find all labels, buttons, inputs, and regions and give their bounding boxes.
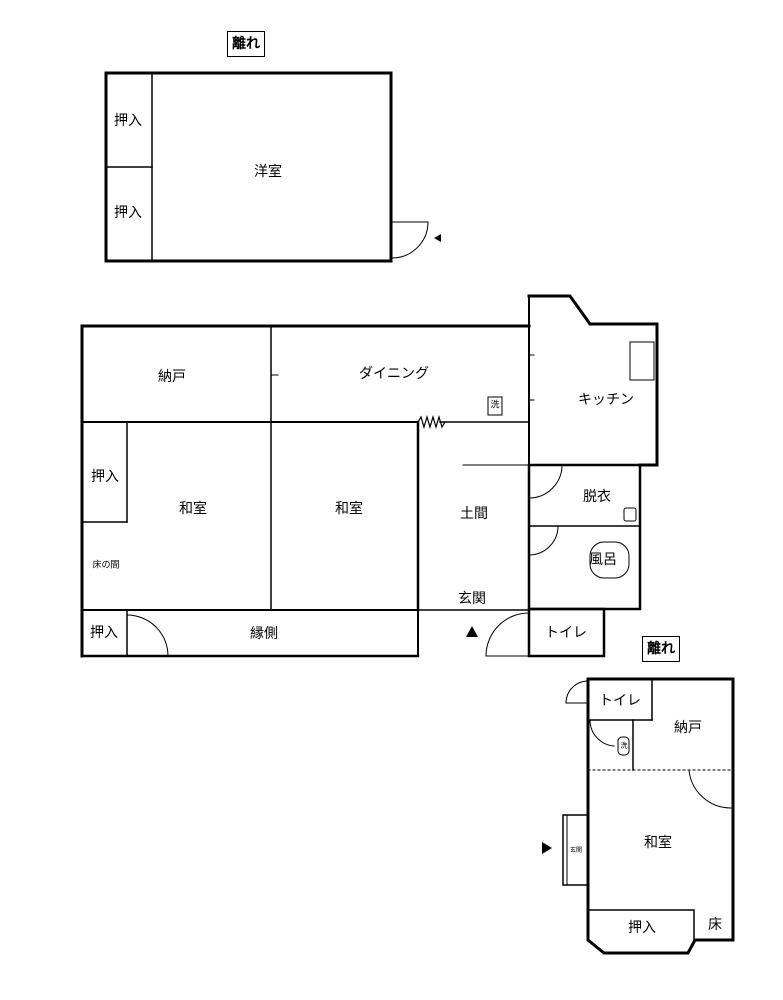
- annex-top-closet-1: 押入: [114, 113, 142, 129]
- annex-bottom-tag: 離れ: [642, 636, 680, 662]
- annex-top-western-room: 洋室: [254, 164, 282, 180]
- main-tokonoma-label: 床の間: [92, 560, 120, 571]
- main-engawa-label: 縁側: [250, 626, 278, 642]
- main-kitchen-label: キッチン: [578, 392, 634, 408]
- annex-bottom-entrance-arrow: [542, 842, 552, 854]
- main-dining-label: ダイニング: [359, 366, 429, 382]
- annex-bottom-entrance-label: 玄関: [569, 847, 583, 854]
- annex-top-entrance-arrow: [434, 234, 441, 242]
- washer-box-main: [487, 396, 503, 416]
- main-bath-label: 風呂: [589, 552, 617, 568]
- main-washer-label: 洗: [490, 400, 500, 411]
- main-entrance-label: 玄関: [458, 591, 486, 607]
- annex-top-walls: [104, 71, 429, 263]
- annex-bottom-closet-label: 押入: [628, 920, 656, 936]
- main-closet-label: 押入: [91, 469, 119, 485]
- annex-bottom-washer-label: 洗: [620, 741, 628, 750]
- main-entrance-arrow: [466, 626, 478, 637]
- main-storage-label: 納戸: [158, 369, 186, 385]
- main-washitsu-2-label: 和室: [335, 501, 363, 517]
- main-house-walls: [80, 294, 659, 658]
- main-doma-label: 土間: [460, 506, 488, 522]
- main-washitsu-1-label: 和室: [179, 501, 207, 517]
- annex-bottom-floor-label: 床: [708, 917, 722, 933]
- annex-top-tag: 離れ: [227, 31, 265, 57]
- main-closet-bottom-label: 押入: [90, 625, 118, 641]
- annex-bottom-toilet-label: トイレ: [599, 693, 641, 709]
- annex-bottom-storage-label: 納戸: [674, 720, 702, 736]
- annex-bottom-washitsu-label: 和室: [644, 835, 672, 851]
- annex-bottom-walls: [562, 677, 735, 955]
- main-dressing-label: 脱衣: [583, 489, 611, 505]
- annex-top-closet-2: 押入: [114, 205, 142, 221]
- main-toilet-label: トイレ: [545, 625, 587, 641]
